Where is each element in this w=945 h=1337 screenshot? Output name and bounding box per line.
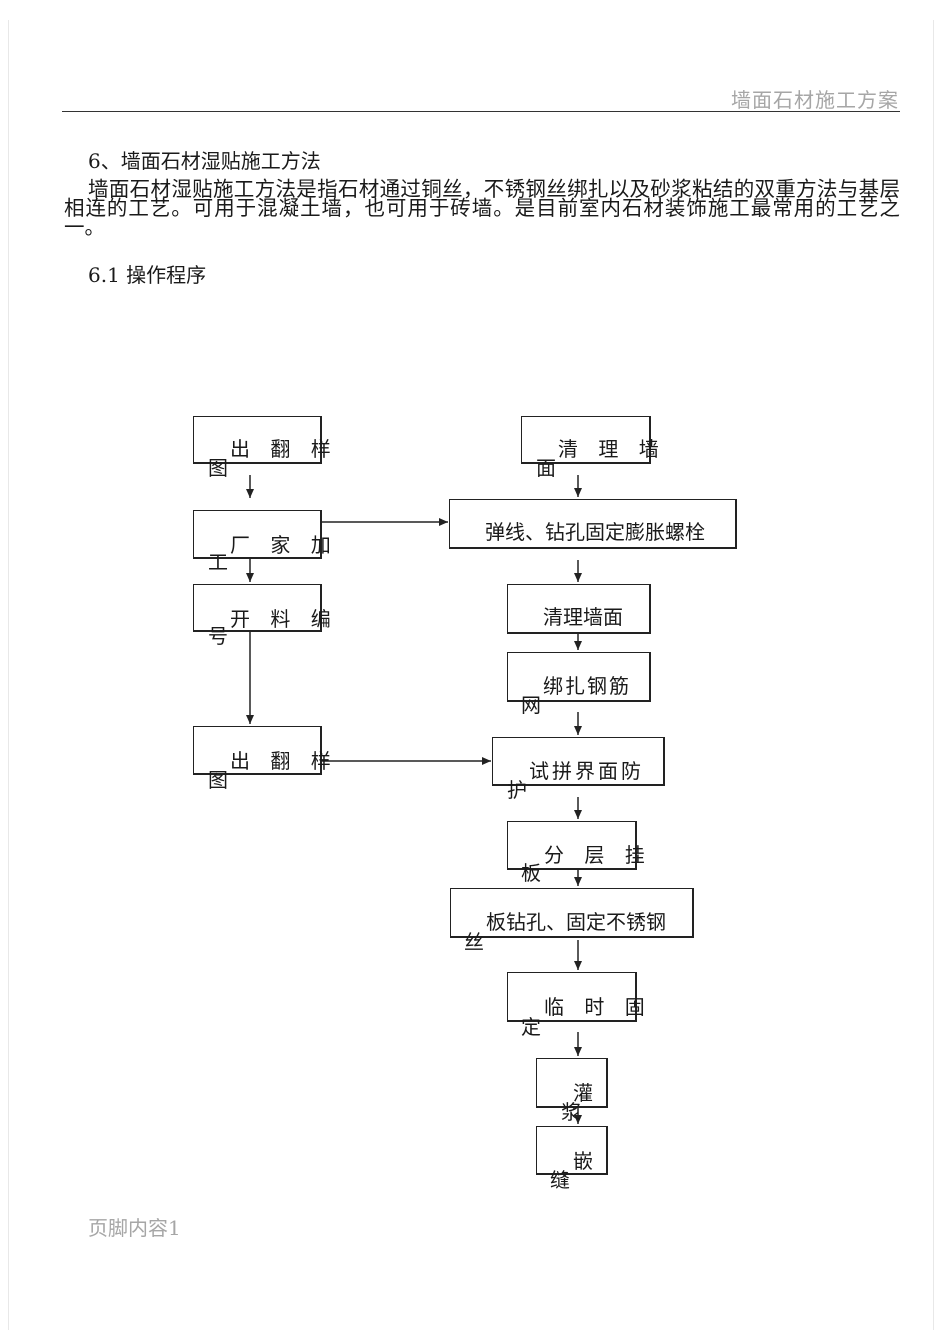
flow-box-right-4-label: 绑扎钢筋 xyxy=(543,674,631,698)
flow-box-right-7-tail: 丝 xyxy=(464,930,484,954)
flow-box-right-8: 临 时 固 xyxy=(507,972,645,1022)
footer-text: 页脚内容1 xyxy=(88,1216,181,1240)
flow-box-left-2-tail: 工 xyxy=(208,550,228,574)
flow-box-right-2-label: 弹线、钻孔固定膨胀螺栓 xyxy=(485,520,705,544)
flow-box-right-10-tail: 缝 xyxy=(550,1168,570,1192)
flow-box-right-7: 板钻孔、固定不锈钢 xyxy=(450,888,694,938)
header-title: 墙面石材施工方案 xyxy=(731,88,899,112)
flow-box-right-2: 弹线、钻孔固定膨胀螺栓 xyxy=(449,499,737,549)
flow-box-left-3: 开 料 编 xyxy=(193,584,331,632)
flow-box-right-4-tail: 网 xyxy=(521,693,541,717)
flow-box-right-9-label: 灌 xyxy=(573,1081,593,1105)
flow-box-right-6-tail: 板 xyxy=(521,861,541,885)
flow-box-right-10: 嵌 xyxy=(536,1126,608,1175)
flow-box-left-3-label: 开 料 编 xyxy=(230,607,338,631)
flow-box-right-1-tail: 面 xyxy=(536,456,556,480)
flow-box-right-6: 分 层 挂 xyxy=(507,821,645,870)
flow-box-right-1: 清 理 墙 xyxy=(521,416,659,464)
flow-box-right-3-label: 清理墙面 xyxy=(543,605,623,629)
flow-box-right-8-tail: 定 xyxy=(521,1015,541,1039)
flow-box-left-1-tail: 图 xyxy=(208,456,228,480)
flow-box-right-9: 灌 xyxy=(536,1058,608,1108)
section-heading: 6、墙面石材湿贴施工方法 xyxy=(88,149,321,173)
flow-box-right-9-tail: 浆 xyxy=(561,1100,581,1124)
flow-box-left-1: 出 翻 样 xyxy=(193,416,331,464)
flow-box-right-8-label: 临 时 固 xyxy=(544,995,652,1019)
flow-box-left-3-tail: 号 xyxy=(208,624,228,648)
flow-box-right-3: 清理墙面 xyxy=(507,584,651,634)
flow-box-right-5: 试拼界面防 xyxy=(492,737,665,786)
sub-heading: 6.1 操作程序 xyxy=(88,263,207,287)
flow-box-right-10-label: 嵌 xyxy=(573,1149,593,1173)
page-border xyxy=(8,20,934,1330)
flow-box-right-7-label: 板钻孔、固定不锈钢 xyxy=(486,910,666,934)
header-rule xyxy=(62,111,900,112)
flow-box-left-2-label: 厂 家 加 xyxy=(230,533,338,557)
flow-box-right-5-tail: 护 xyxy=(507,778,527,802)
flow-box-left-1-label: 出 翻 样 xyxy=(230,437,338,461)
flow-box-left-4: 出 翻 样 xyxy=(193,726,331,775)
flow-box-left-4-tail: 图 xyxy=(208,768,228,792)
flow-box-right-1-label: 清 理 墙 xyxy=(558,437,666,461)
flow-box-right-5-label: 试拼界面防 xyxy=(529,759,644,783)
flow-box-right-4: 绑扎钢筋 xyxy=(507,652,651,702)
flow-box-left-4-label: 出 翻 样 xyxy=(230,749,338,773)
body-paragraph: 墙面石材湿贴施工方法是指石材通过铜丝，不锈钢丝绑扎以及砂浆粘结的双重方法与基层相… xyxy=(64,177,900,239)
flow-box-left-2: 厂 家 加 xyxy=(193,510,331,559)
flow-box-right-6-label: 分 层 挂 xyxy=(544,843,652,867)
